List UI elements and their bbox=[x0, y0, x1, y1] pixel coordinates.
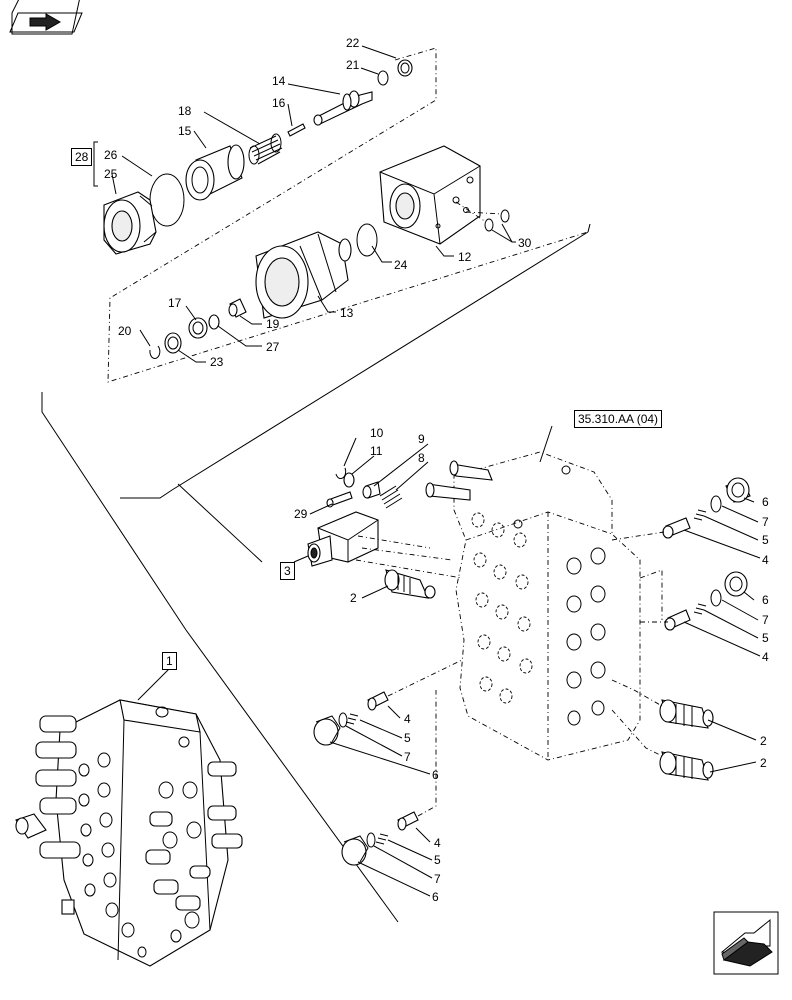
part-13-nut bbox=[255, 231, 352, 319]
part-14-spool bbox=[313, 90, 373, 126]
callout-9: 9 bbox=[418, 432, 425, 446]
callout-7-r1: 7 bbox=[762, 515, 769, 529]
callout-23: 23 bbox=[210, 355, 224, 369]
callout-5-r1: 5 bbox=[762, 533, 769, 547]
callout-5-l2: 5 bbox=[434, 853, 441, 867]
part-4-poppet-l1 bbox=[367, 691, 389, 711]
upper-leaders bbox=[93, 45, 516, 363]
part-18-spring bbox=[248, 133, 283, 165]
callout-14: 14 bbox=[272, 74, 286, 88]
callout-22: 22 bbox=[346, 36, 360, 50]
callout-21: 21 bbox=[346, 58, 360, 72]
reference-label[interactable]: 35.310.AA (04) bbox=[574, 410, 663, 428]
callout-24: 24 bbox=[394, 258, 408, 272]
callout-18: 18 bbox=[178, 104, 192, 118]
callout-2-r2: 2 bbox=[760, 756, 767, 770]
part-17-washer bbox=[188, 317, 208, 339]
part-12-block bbox=[379, 145, 481, 245]
part-9-bushing bbox=[362, 481, 381, 499]
callout-4-r1: 4 bbox=[762, 553, 769, 567]
part-4-poppet-r1 bbox=[662, 517, 691, 539]
callout-11: 11 bbox=[370, 444, 383, 458]
callout-25: 25 bbox=[104, 167, 118, 181]
part-7-oring-r1 bbox=[710, 495, 722, 513]
callout-4-l2: 4 bbox=[434, 836, 441, 850]
part-2-cartridge-r2 bbox=[659, 751, 714, 781]
boxed-label-3[interactable]: 3 bbox=[280, 562, 295, 580]
callout-2-r1: 2 bbox=[760, 734, 767, 748]
part-3-valve-block bbox=[307, 511, 463, 579]
part-22-ring bbox=[397, 59, 413, 77]
callout-16: 16 bbox=[272, 96, 286, 110]
part-11-washer bbox=[343, 472, 355, 488]
callout-6-r2: 6 bbox=[762, 593, 769, 607]
part-19-bushing bbox=[228, 298, 247, 318]
part-6-plug-r1 bbox=[725, 477, 751, 503]
part-29-screw bbox=[326, 491, 353, 508]
part-2-cartridge-left bbox=[384, 569, 436, 599]
part-26-oring bbox=[149, 173, 185, 227]
part-5-spring-l2 bbox=[375, 833, 389, 845]
boxed-label-1[interactable]: 1 bbox=[162, 652, 177, 670]
part-6-plug-l1 bbox=[313, 715, 341, 746]
boxed-label-28[interactable]: 28 bbox=[71, 148, 93, 166]
part-15-sleeve bbox=[185, 144, 245, 201]
callout-6-l1: 6 bbox=[432, 768, 439, 782]
callout-19: 19 bbox=[266, 317, 280, 331]
overview-leader bbox=[41, 392, 399, 923]
callout-17: 17 bbox=[168, 296, 182, 310]
valve-leaders bbox=[137, 425, 761, 897]
callout-29: 29 bbox=[294, 507, 308, 521]
callout-4-l1: 4 bbox=[404, 712, 411, 726]
callout-7-l2: 7 bbox=[434, 872, 441, 886]
part-7-oring-l1 bbox=[338, 712, 348, 728]
part-16-pin bbox=[287, 123, 306, 137]
part-30-orings bbox=[455, 201, 510, 232]
part-23-ring bbox=[164, 332, 182, 354]
callout-7-l1: 7 bbox=[404, 750, 411, 764]
callout-7-r2: 7 bbox=[762, 613, 769, 627]
part-8-spring bbox=[379, 485, 403, 509]
callout-4-r2: 4 bbox=[762, 650, 769, 664]
main-valve-body bbox=[425, 451, 641, 761]
part-24-oring bbox=[356, 223, 378, 257]
callout-10: 10 bbox=[370, 426, 384, 440]
callout-6-r1: 6 bbox=[762, 495, 769, 509]
part-6-plug-l2 bbox=[341, 835, 369, 866]
callout-6-l2: 6 bbox=[432, 890, 439, 904]
callout-30: 30 bbox=[518, 236, 532, 250]
part-5-spring-r2 bbox=[693, 603, 707, 615]
part-4-poppet-l2 bbox=[397, 811, 419, 831]
part-6-plug-r2 bbox=[724, 571, 748, 597]
callout-27: 27 bbox=[266, 340, 280, 354]
overview-valve-assembly bbox=[15, 699, 243, 967]
part-2-cartridge-r1 bbox=[659, 699, 714, 729]
part-27-seal bbox=[208, 314, 220, 330]
part-20-circlip bbox=[149, 345, 161, 359]
part-7-oring-r2 bbox=[710, 589, 722, 607]
part-7-oring-l2 bbox=[366, 832, 376, 848]
part-4-poppet-r2 bbox=[664, 609, 691, 631]
callout-2-left: 2 bbox=[350, 591, 357, 605]
callout-5-l1: 5 bbox=[404, 731, 411, 745]
part-10-circlip bbox=[335, 467, 347, 479]
next-page-arrow-icon[interactable] bbox=[713, 911, 779, 975]
part-5-spring-l1 bbox=[345, 713, 359, 725]
part-5-spring-r1 bbox=[693, 509, 707, 521]
part-25-plug bbox=[103, 191, 157, 255]
callout-26: 26 bbox=[104, 148, 118, 162]
part-21-oring bbox=[377, 70, 389, 86]
callout-20: 20 bbox=[118, 324, 132, 338]
callout-5-r2: 5 bbox=[762, 631, 769, 645]
callout-15: 15 bbox=[178, 124, 192, 138]
book-arrow-icon[interactable] bbox=[9, 0, 83, 35]
callout-12: 12 bbox=[458, 250, 472, 264]
callout-8: 8 bbox=[418, 451, 425, 465]
upper-group-leader bbox=[120, 231, 589, 499]
callout-13: 13 bbox=[340, 306, 354, 320]
